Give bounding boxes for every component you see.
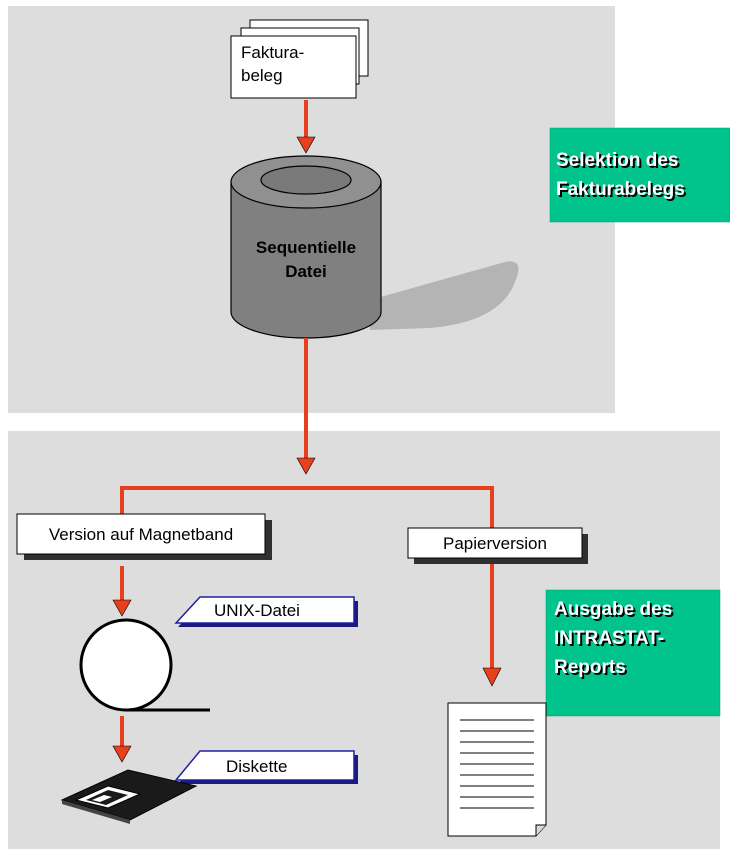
selection-callout-shadow-1: Selektion des: [558, 152, 681, 173]
database-label-line2: Datei: [285, 262, 327, 281]
branch-connector: [120, 486, 494, 528]
intrastat-callout-line1: Ausgabe des: [554, 599, 672, 620]
magnetic-tape-label: Version auf Magnetband: [49, 525, 233, 544]
database-label-line1: Sequentielle: [256, 238, 356, 257]
unix-file-label: UNIX-Datei: [214, 601, 300, 620]
intrastat-callout-line3: Reports: [554, 657, 626, 678]
intrastat-callout: Ausgabe des INTRASTAT- Reports Ausgabe d…: [545, 589, 721, 717]
selection-callout-line1: Selektion des: [556, 150, 679, 171]
paper-version-box: Papierversion: [407, 527, 588, 564]
selection-callout: Selektion des Fakturabelegs Selektion de…: [549, 127, 730, 223]
tape-reel-icon: [79, 618, 210, 712]
selection-callout-line2: Fakturabelegs: [556, 179, 685, 200]
document-label-line1: Faktura-: [241, 43, 304, 62]
intrastat-callout-shadow-1: Ausgabe des: [556, 601, 674, 622]
selection-callout-shadow-2: Fakturabelegs: [558, 181, 687, 202]
magnetic-tape-version-box: Version auf Magnetband: [16, 513, 272, 560]
intrastat-callout-shadow-2: INTRASTAT-: [556, 630, 666, 651]
invoice-document-stack: Faktura- beleg: [230, 19, 369, 99]
unix-file-tag: UNIX-Datei: [174, 596, 358, 627]
document-label-line2: beleg: [241, 66, 283, 85]
paper-report-icon: [447, 702, 547, 837]
cylinder-shadow: [370, 261, 519, 330]
diskette-tag: Diskette: [174, 750, 358, 784]
intrastat-callout-line2: INTRASTAT-: [554, 628, 664, 649]
diskette-label: Diskette: [226, 757, 287, 776]
paper-version-label: Papierversion: [443, 534, 547, 553]
sequential-file-cylinder: Sequentielle Datei: [230, 155, 382, 339]
intrastat-callout-shadow-3: Reports: [556, 659, 628, 680]
floppy-disk-icon: [60, 769, 198, 824]
